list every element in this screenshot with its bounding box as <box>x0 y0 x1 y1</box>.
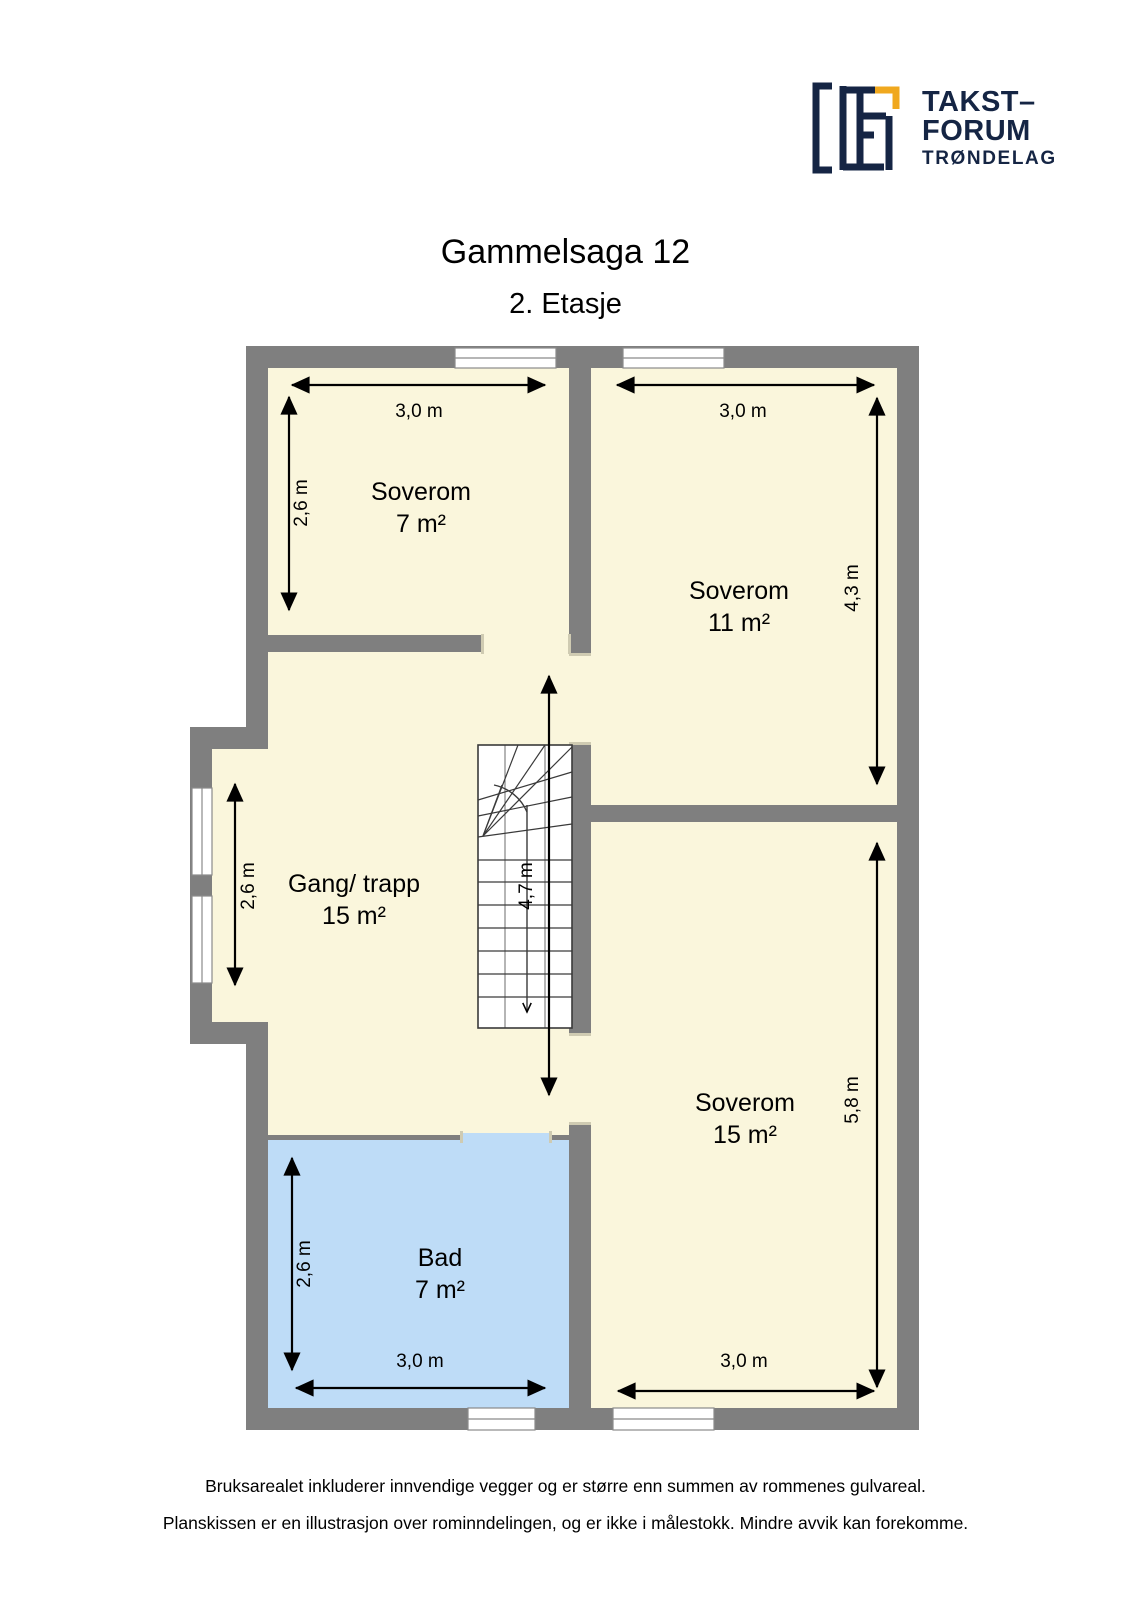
takstforum-logo-mark <box>812 82 900 174</box>
door-opening-soverom7-gang <box>483 634 569 654</box>
label-soverom-15-area: 15 m² <box>713 1121 777 1149</box>
page-title: Gammelsaga 12 <box>440 233 691 271</box>
footer-line-1: Bruksarealet inkluderer innvendige vegge… <box>205 1476 926 1496</box>
label-soverom-15-name: Soverom <box>695 1089 795 1117</box>
dim-label-soverom15-width: 3,0 m <box>720 1351 768 1372</box>
room-floor-soverom-7 <box>268 368 569 635</box>
label-bad-area: 7 m² <box>415 1276 465 1304</box>
door-openings <box>460 634 591 1143</box>
windows <box>191 347 725 1431</box>
label-gang-trapp-name: Gang/ trapp <box>288 870 420 898</box>
logo-text-line1: TAKST– <box>922 86 1036 118</box>
dim-label-gang-height: 2,6 m <box>238 862 259 910</box>
dim-label-bad-height: 2,6 m <box>294 1240 315 1288</box>
takstforum-logo: TAKST– FORUM TRØNDELAG <box>812 78 1055 178</box>
dim-label-bad-width: 3,0 m <box>396 1351 444 1372</box>
dim-label-soverom15-height: 5,8 m <box>842 1076 863 1124</box>
dim-label-soverom7-height: 2,6 m <box>291 479 312 527</box>
dimension-lines <box>226 376 886 1400</box>
label-soverom-11-name: Soverom <box>689 577 789 605</box>
page-subtitle: 2. Etasje <box>509 288 622 320</box>
label-soverom-7-area: 7 m² <box>396 510 446 538</box>
label-bad-name: Bad <box>418 1244 462 1272</box>
logo-text-line3: TRØNDELAG <box>922 148 1057 169</box>
dim-label-soverom7-width: 3,0 m <box>395 401 443 422</box>
logo-text-line2: FORUM <box>922 115 1031 147</box>
dim-label-stair-length: 4,7 m <box>516 862 537 910</box>
footer-line-2: Planskissen er en illustrasjon over romi… <box>162 1512 969 1533</box>
dim-label-soverom11-width: 3,0 m <box>719 401 767 422</box>
label-soverom-7-name: Soverom <box>371 478 471 506</box>
footer-notes: Bruksarealet inkluderer innvendige vegge… <box>0 1476 1131 1533</box>
label-soverom-11-area: 11 m² <box>708 609 770 637</box>
door-opening-gang-soverom11 <box>569 655 591 743</box>
dim-label-soverom11-height: 4,3 m <box>842 564 863 612</box>
room-floor-soverom-15 <box>591 822 897 1408</box>
label-gang-trapp-area: 15 m² <box>322 902 386 930</box>
door-opening-gang-soverom15 <box>569 1035 591 1123</box>
room-floor-soverom-11 <box>591 368 897 805</box>
door-opening-gang-bad <box>462 1133 550 1142</box>
room-floor-bad <box>268 1140 569 1408</box>
